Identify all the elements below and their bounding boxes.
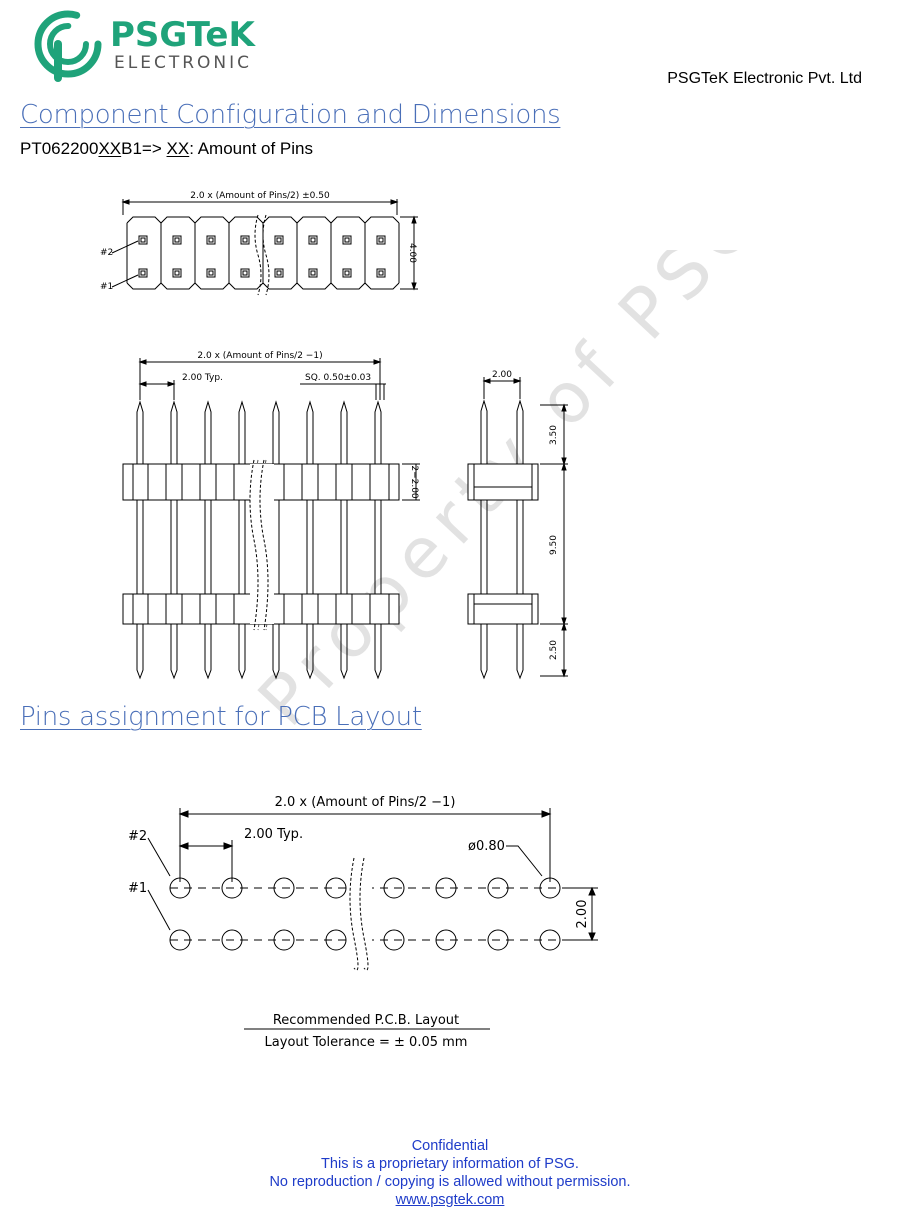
pcb-caption-title: Recommended P.C.B. Layout: [273, 1013, 459, 1028]
part-number-line: PT062200XXB1=> XX: Amount of Pins: [20, 139, 313, 159]
pcb-pin1-label: #1: [128, 881, 147, 896]
front-width-dim: 2.0 x (Amount of Pins/2 −1): [197, 351, 322, 361]
company-name: PSGTeK Electronic Pvt. Ltd: [667, 70, 862, 87]
pcb-hole-dim: ø0.80: [468, 839, 505, 854]
side-view-drawing: 2.00 3.50 9.50 2.50: [450, 365, 600, 685]
footer: Confidential This is a proprietary infor…: [0, 1137, 900, 1209]
pins-front: [136, 400, 382, 680]
logo-text: PSGTeK: [110, 15, 256, 55]
front-square-dim: SQ. 0.50±0.03: [305, 373, 371, 383]
pcb-pin2-label: #2: [128, 829, 147, 844]
pcb-layout-drawing: 2.0 x (Amount of Pins/2 −1) 2.00 Typ. ø0…: [110, 782, 630, 1062]
part-description: : Amount of Pins: [189, 139, 313, 158]
part-xx: XX: [98, 139, 122, 158]
front-height-dim: 2−2.00: [409, 465, 419, 499]
logo-mark: [34, 10, 102, 82]
top-pin2-label: #2: [100, 248, 113, 258]
top-width-dim: 2.0 x (Amount of Pins/2) ±0.50: [190, 191, 330, 201]
header-body-outline: [126, 216, 400, 290]
pin-squares: [138, 235, 386, 278]
front-pitch-dim: 2.00 Typ.: [182, 373, 223, 383]
pcb-pitch-dim: 2.00 Typ.: [244, 827, 303, 842]
section-title-pcb-layout: Pins assignment for PCB Layout: [20, 702, 422, 732]
side-top-dim: 3.50: [549, 425, 559, 445]
footer-website-link[interactable]: www.psgtek.com: [395, 1192, 505, 1208]
pcb-holes: [169, 877, 561, 951]
pcb-caption-tolerance: Layout Tolerance = ± 0.05 mm: [265, 1035, 468, 1050]
section-title-configuration: Component Configuration and Dimensions: [20, 100, 561, 130]
top-view-drawing: 2.0 x (Amount of Pins/2) ±0.50 #2: [90, 185, 430, 305]
logo-subtext: ELECTRONIC: [114, 53, 252, 73]
footer-no-reproduction: No reproduction / copying is allowed wit…: [269, 1174, 631, 1190]
part-xx-explained: XX: [166, 139, 190, 158]
pcb-row-dim: 2.00: [575, 900, 590, 929]
footer-confidential: Confidential: [411, 1138, 489, 1154]
front-view-drawing: 2.0 x (Amount of Pins/2 −1) 2.00 Typ. SQ…: [90, 340, 430, 685]
company-logo: PSGTeK ELECTRONIC: [28, 6, 298, 86]
side-insulators: [467, 463, 539, 625]
part-prefix: PT062200: [20, 139, 99, 158]
pcb-width-dim: 2.0 x (Amount of Pins/2 −1): [275, 795, 456, 810]
footer-proprietary: This is a proprietary information of PSG…: [321, 1156, 579, 1172]
side-width-dim: 2.00: [492, 370, 512, 380]
side-mid-dim: 9.50: [549, 535, 559, 555]
side-bottom-dim: 2.50: [549, 640, 559, 660]
top-height-dim: 4.00: [407, 243, 417, 263]
part-suffix: B1=>: [121, 139, 167, 158]
pins-side: [480, 399, 524, 680]
top-pin1-label: #1: [100, 282, 113, 292]
